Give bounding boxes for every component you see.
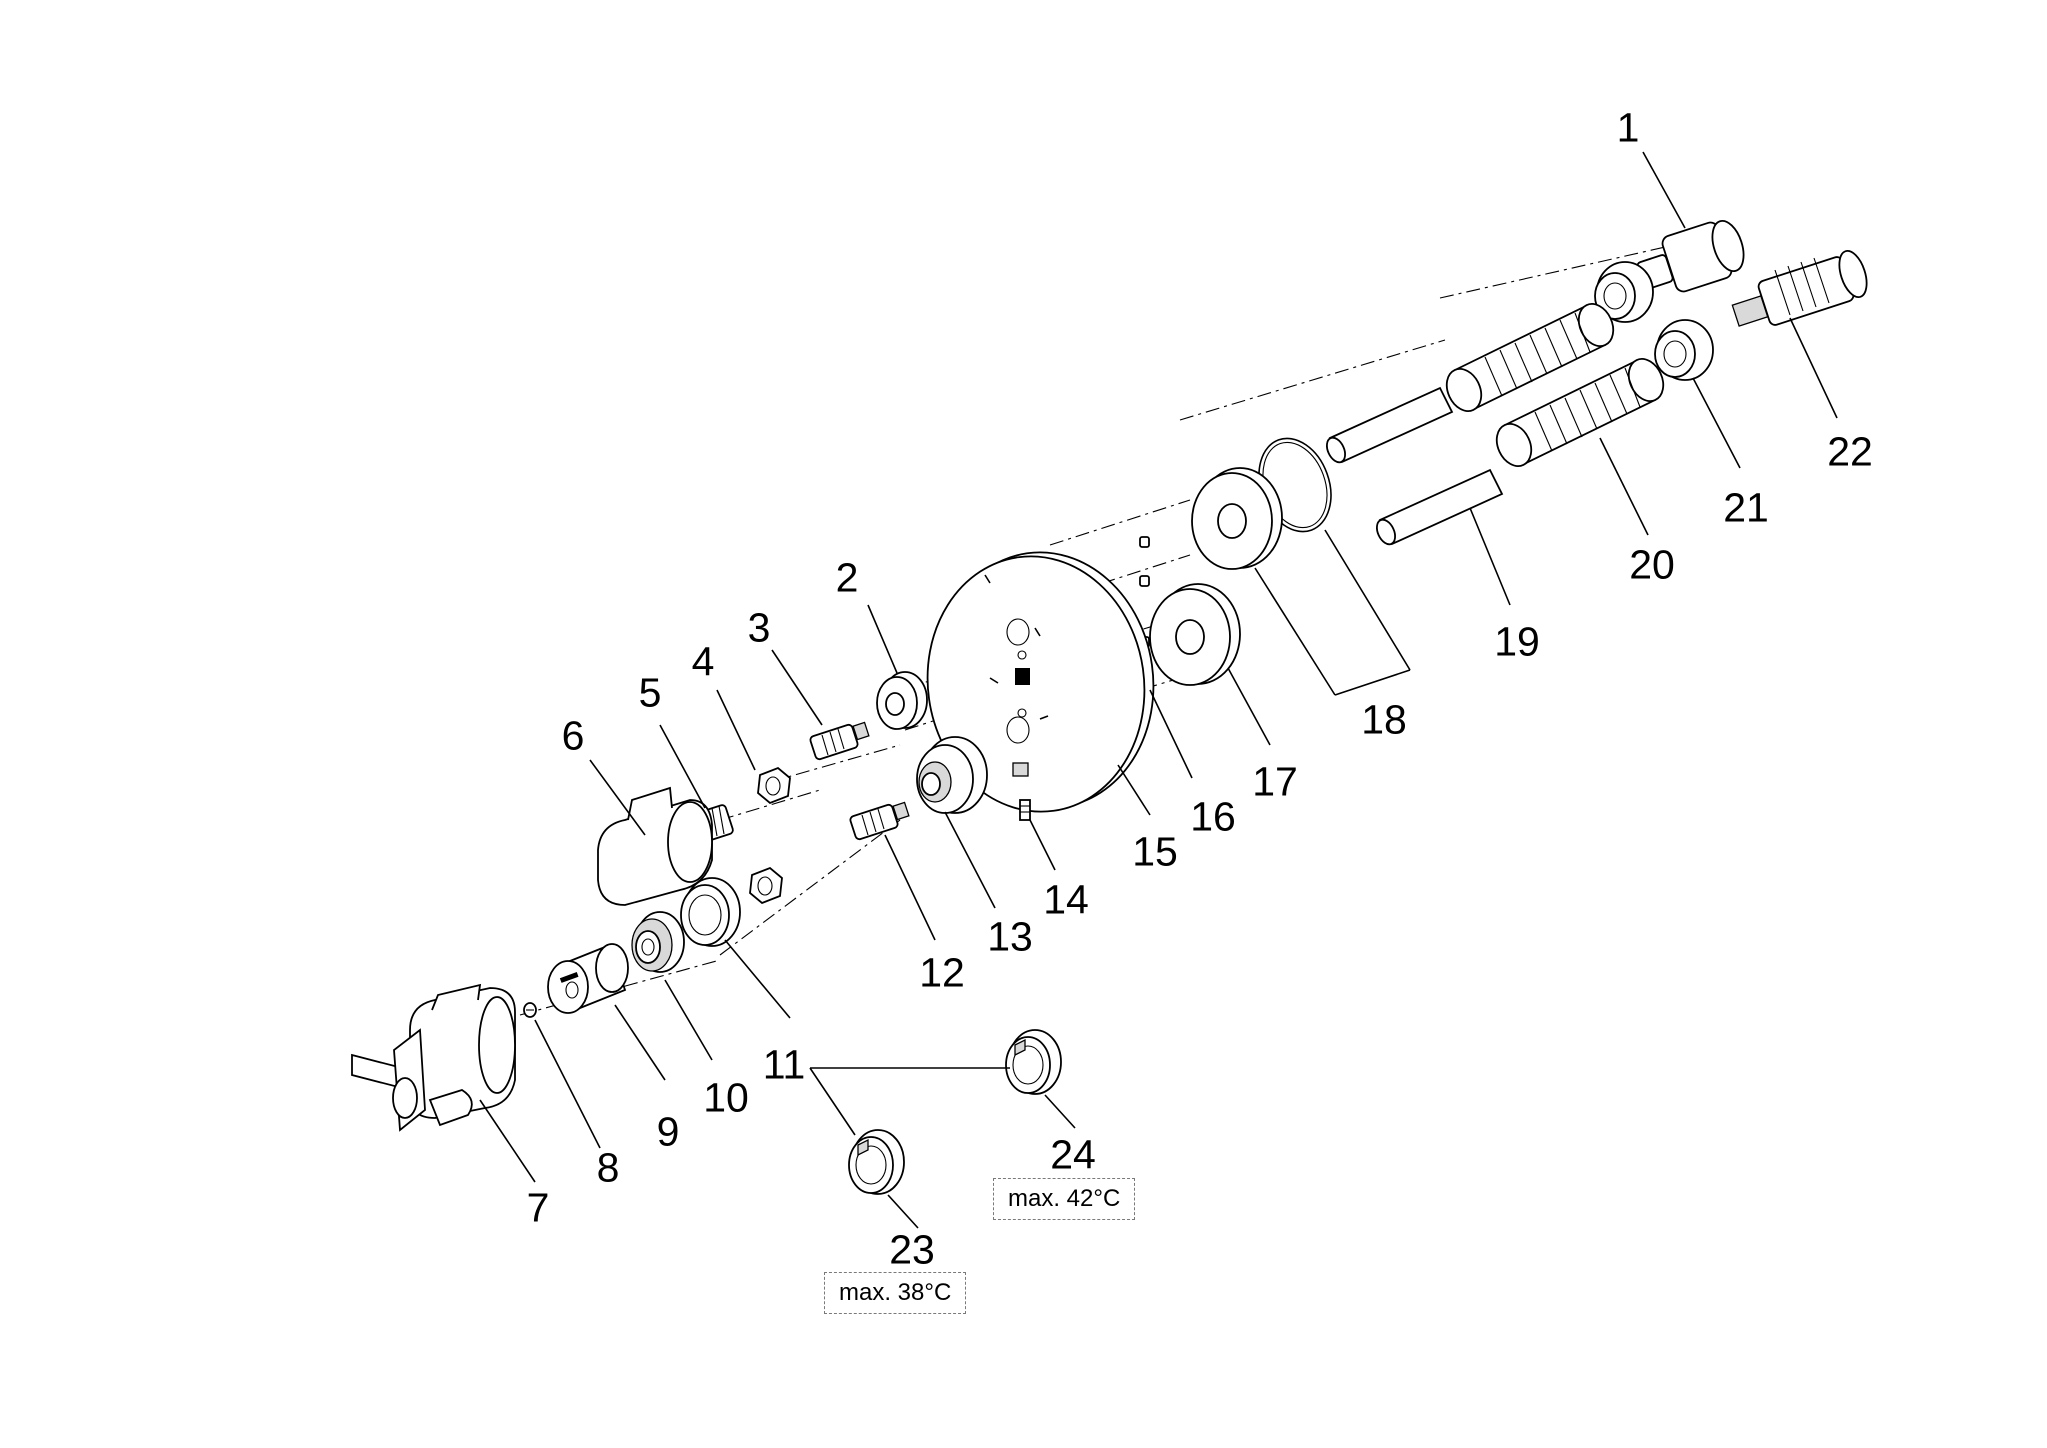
callout-21: 21 (1723, 484, 1769, 531)
note-part-24-temperature: max. 42°C (993, 1178, 1136, 1220)
callout-5: 5 (638, 669, 662, 716)
part-21-nut-upper (1594, 261, 1654, 323)
callout-2: 2 (835, 554, 859, 601)
callout-16: 16 (1190, 793, 1236, 840)
part-15-cover-plate (926, 551, 1155, 813)
part-4-hex-nut-upper (757, 766, 791, 805)
part-4-hex-nut-lower (749, 866, 783, 905)
part-2-bushing (876, 671, 928, 730)
part-8-screw (523, 1002, 537, 1018)
callout-1: 1 (1616, 104, 1640, 151)
part-24-limiter-ring (1005, 1029, 1062, 1095)
part-23-limiter-ring (848, 1129, 905, 1195)
part-17-flange-upper (1191, 467, 1283, 570)
part-13-bushing (916, 736, 988, 814)
callout-13: 13 (987, 913, 1033, 960)
callout-4: 4 (691, 638, 715, 685)
part-17-flange-lower (1149, 583, 1241, 686)
callout-19: 19 (1494, 618, 1540, 665)
leader-lines (479, 151, 1838, 1229)
callout-8: 8 (596, 1144, 620, 1191)
part-19-tube-lower (1376, 468, 1504, 546)
part-7-cross-handle (351, 983, 516, 1132)
part-19-tube-upper (1326, 386, 1454, 464)
callout-12: 12 (919, 949, 965, 996)
part-20-sleeve-lower (1495, 358, 1665, 467)
part-14-grub-screw (1019, 799, 1031, 821)
note-part-23-temperature: max. 38°C (824, 1272, 967, 1314)
callout-18: 18 (1361, 696, 1407, 743)
callout-14: 14 (1043, 876, 1089, 923)
callout-3: 3 (747, 604, 771, 651)
part-21-nut-lower (1654, 319, 1714, 381)
part-6-lever-handle (597, 786, 713, 906)
callout-11: 11 (762, 1041, 806, 1088)
callout-6: 6 (561, 712, 585, 759)
callout-15: 15 (1132, 828, 1178, 875)
callout-9: 9 (656, 1108, 680, 1155)
callout-10: 10 (703, 1074, 749, 1121)
part-20-sleeve-upper (1445, 303, 1615, 412)
callout-24: 24 (1050, 1131, 1096, 1178)
callout-7: 7 (526, 1184, 550, 1231)
part-12-spindle (849, 801, 910, 841)
callout-17: 17 (1252, 758, 1298, 805)
part-11-ring (680, 877, 741, 947)
part-9-limiter (547, 943, 629, 1014)
callout-20: 20 (1629, 541, 1675, 588)
part-22-thermostatic-cartridge (1731, 249, 1868, 327)
callout-23: 23 (889, 1226, 935, 1273)
part-3-spindle (809, 721, 870, 761)
callout-22: 22 (1827, 428, 1873, 475)
part-10-knurled-ring (631, 911, 685, 973)
